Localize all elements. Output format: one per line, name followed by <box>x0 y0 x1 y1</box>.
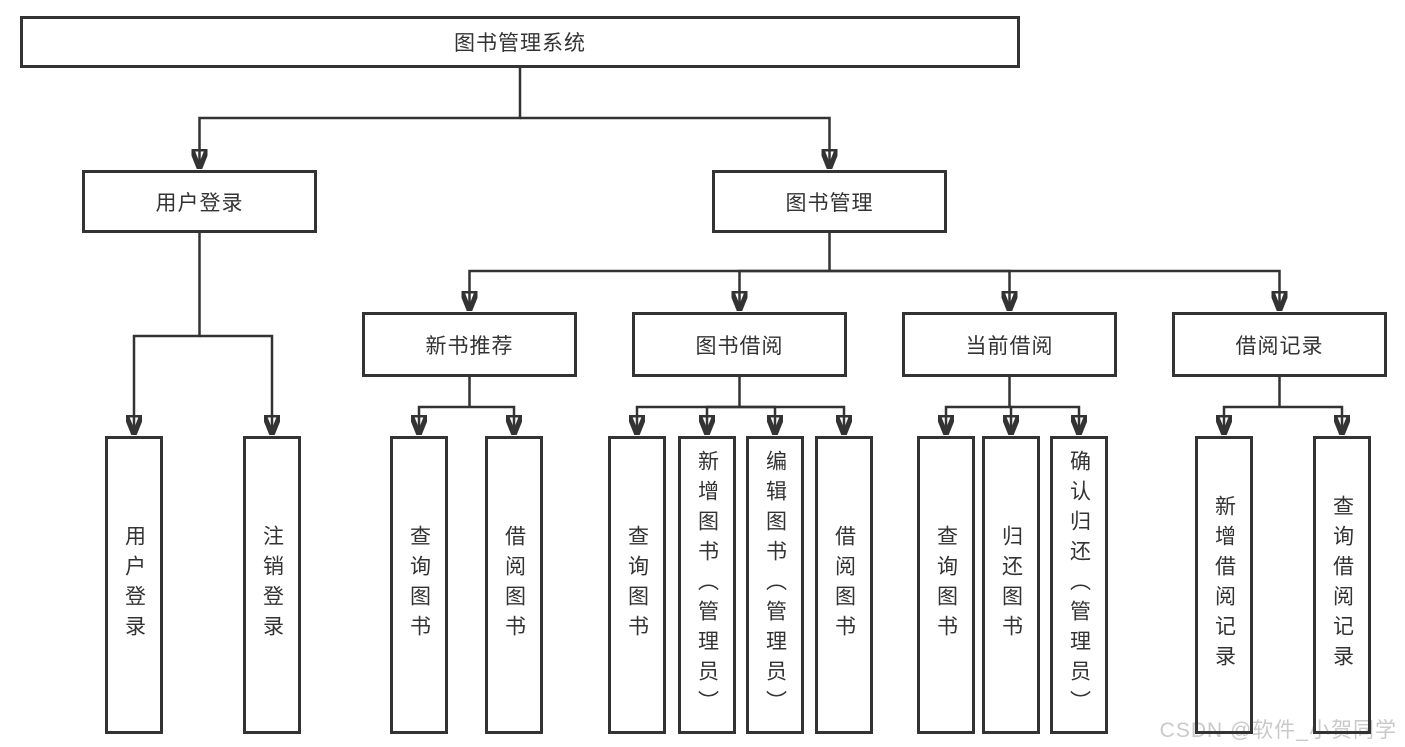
node-label: 借阅记录 <box>1235 334 1324 358</box>
leaf-borrow-books-1: 借阅图书 <box>485 436 543 734</box>
node-current-borrowing: 当前借阅 <box>902 312 1117 377</box>
leaf-add-books-admin: 新增图书（管理员） <box>678 436 736 734</box>
node-label: 借阅图书 <box>832 525 856 645</box>
leaf-borrow-books-2: 借阅图书 <box>815 436 873 734</box>
edges <box>134 68 1342 435</box>
node-label: 查询借阅记录 <box>1330 495 1354 675</box>
watermark: CSDN @软件_小贺同学 <box>1159 719 1397 742</box>
leaf-query-books-1: 查询图书 <box>390 436 448 734</box>
leaf-add-borrow-record: 新增借阅记录 <box>1195 436 1253 734</box>
node-label: 查询图书 <box>625 525 649 645</box>
node-book-management-branch: 图书管理 <box>712 170 947 233</box>
leaf-logout: 注销登录 <box>243 436 301 734</box>
leaf-user-login: 用户登录 <box>105 436 163 734</box>
node-label: 借阅图书 <box>502 525 526 645</box>
node-label: 用户登录 <box>122 525 146 645</box>
node-label: 查询图书 <box>407 525 431 645</box>
node-label: 新增图书（管理员） <box>695 450 719 720</box>
node-label: 用户登录 <box>155 191 244 215</box>
node-label: 新增借阅记录 <box>1212 495 1236 675</box>
node-label: 查询图书 <box>934 525 958 645</box>
node-label: 图书管理系统 <box>454 32 586 55</box>
node-book-borrowing: 图书借阅 <box>632 312 847 377</box>
node-borrowing-records: 借阅记录 <box>1172 312 1387 377</box>
leaf-return-books: 归还图书 <box>982 436 1040 734</box>
node-user-login-branch: 用户登录 <box>82 170 317 233</box>
leaf-query-books-3: 查询图书 <box>917 436 975 734</box>
node-label: 新书推荐 <box>425 334 514 358</box>
node-label: 编辑图书（管理员） <box>763 450 787 720</box>
node-label: 当前借阅 <box>965 334 1054 358</box>
node-new-book-recommendation: 新书推荐 <box>362 312 577 377</box>
node-label: 确认归还（管理员） <box>1067 450 1091 720</box>
node-label: 注销登录 <box>260 525 284 645</box>
leaf-query-borrow-record: 查询借阅记录 <box>1313 436 1371 734</box>
leaf-confirm-return-admin: 确认归还（管理员） <box>1050 436 1108 734</box>
leaf-query-books-2: 查询图书 <box>608 436 666 734</box>
node-label: 图书借阅 <box>695 334 784 358</box>
node-label: 归还图书 <box>999 525 1023 645</box>
node-label: 图书管理 <box>785 191 874 215</box>
leaf-edit-books-admin: 编辑图书（管理员） <box>746 436 804 734</box>
node-library-management-system: 图书管理系统 <box>20 16 1020 68</box>
